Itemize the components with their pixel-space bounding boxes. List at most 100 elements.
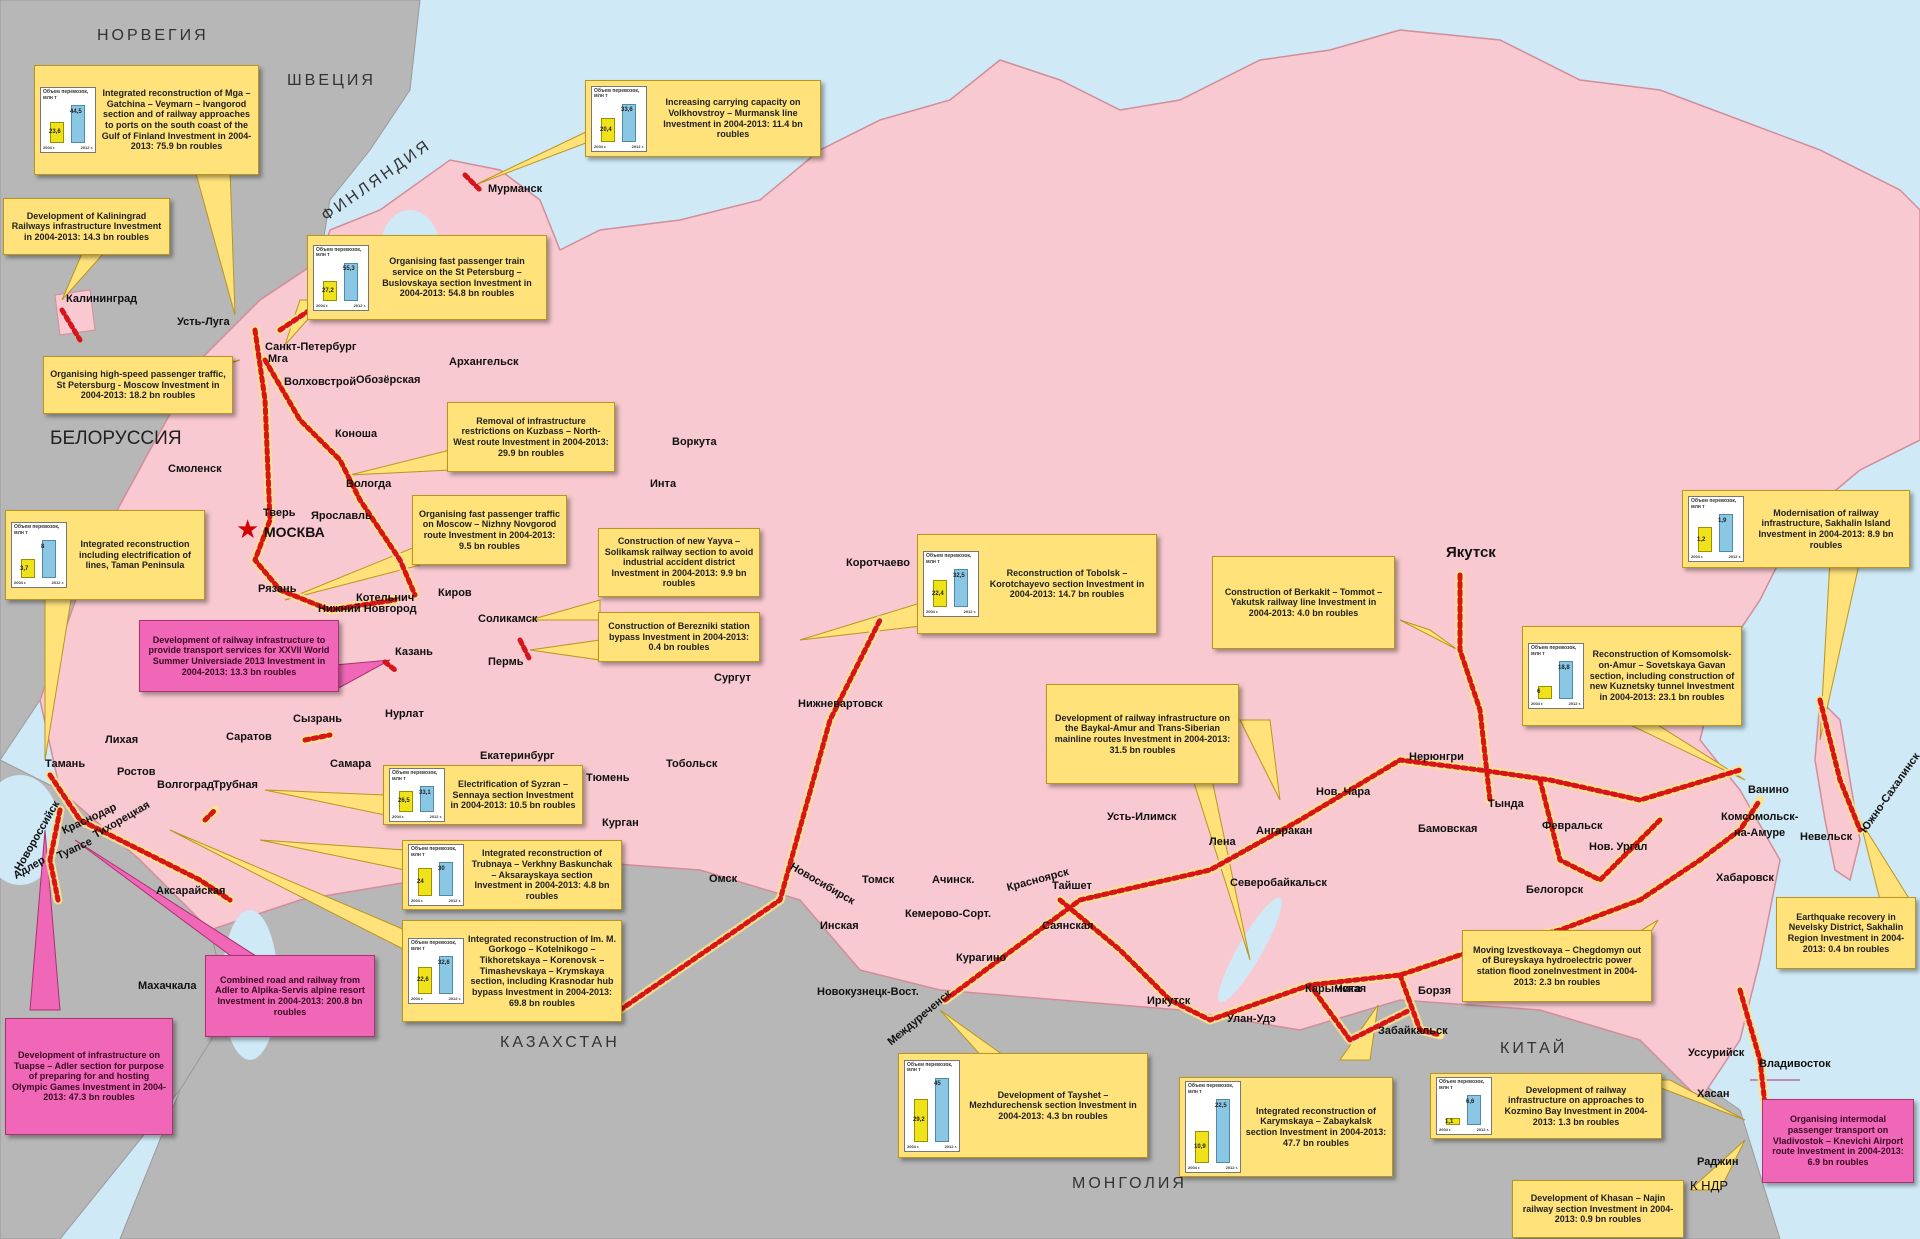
city-label: Забайкальск xyxy=(1378,1025,1448,1037)
mini-chart-title: Объем перевозок, млн т xyxy=(1531,645,1577,657)
city-label: Томск xyxy=(862,874,895,886)
callout-baikal-amur: Development of railway infrastructure on… xyxy=(1046,684,1239,784)
mini-bar-2004 xyxy=(601,117,615,142)
mini-chart-title: Объем перевозок, млн т xyxy=(926,553,972,565)
city-label: Махачкала xyxy=(138,980,197,992)
city-label: Волховстрой xyxy=(284,376,357,388)
city-label: Сургут xyxy=(714,672,751,684)
callout-spb-moscow: Organising high-speed passenger traffic,… xyxy=(43,356,233,414)
mini-bar-2012 xyxy=(935,1077,949,1142)
city-label: Омск xyxy=(709,873,738,885)
mini-value-2004: 6 xyxy=(1537,689,1541,696)
mini-value-2012: 22,5 xyxy=(1215,1102,1227,1109)
mini-value-2012: 1,9 xyxy=(1718,517,1727,524)
mini-chart-title: Объем перевозок, млн т xyxy=(43,89,89,101)
city-label: Трубная xyxy=(213,779,258,791)
mini-bar-2004 xyxy=(323,280,337,301)
mini-bar-2004 xyxy=(933,580,947,607)
city-label: Вологда xyxy=(346,478,392,490)
callout-text: Removal of infrastructure restrictions o… xyxy=(453,415,609,458)
city-label: Ростов xyxy=(117,766,156,778)
city-label: Коротчаево xyxy=(846,557,910,569)
city-label: Северобайкальск xyxy=(1230,877,1327,889)
city-label: Архангельск xyxy=(449,356,519,368)
mini-value-2012: 18,8 xyxy=(1558,664,1570,671)
city-label: Чита xyxy=(1335,983,1361,995)
mini-year-2012: 2012 г. xyxy=(448,996,461,1002)
mini-chart-title: Объем перевозок, млн т xyxy=(1691,498,1737,510)
mini-bar-2012 xyxy=(1719,514,1733,552)
mini-bar-2004 xyxy=(418,967,432,994)
city-label: Рязань xyxy=(258,583,297,595)
callout-text: Construction of new Yayva – Solikamsk ra… xyxy=(604,535,754,589)
city-label: Котельнич xyxy=(356,592,415,604)
mini-year-2012: 2012 г. xyxy=(80,145,93,151)
mini-bar-2012 xyxy=(344,262,358,301)
mini-value-2012: 44,5 xyxy=(70,108,82,115)
country-label-kazakhstan: КАЗАХСТАН xyxy=(500,1034,620,1051)
mini-bar-2004 xyxy=(1538,685,1552,699)
capital-label: МОСКВА xyxy=(264,524,325,540)
city-label: Ванино xyxy=(1748,784,1789,796)
city-label: Киров xyxy=(438,587,472,599)
kaliningrad-exclave xyxy=(54,289,96,336)
city-label: Нов. Чара xyxy=(1316,786,1371,798)
mini-bar-2004 xyxy=(914,1099,928,1142)
mini-chart-title: Объем перевозок, млн т xyxy=(14,524,60,536)
mini-bar-2012 xyxy=(954,569,968,607)
mini-year-2004: 2004 г. xyxy=(594,143,607,149)
city-label: Калининград xyxy=(66,293,138,305)
callout-text: Development of Tayshet – Mezhdurechensk … xyxy=(969,1089,1137,1121)
city-label: Инская xyxy=(820,920,859,932)
pink-pointers xyxy=(29,659,1800,1081)
mini-value-2012: 6,6 xyxy=(1466,1098,1475,1105)
city-label: Тамань xyxy=(45,758,86,770)
city-label: Раджин xyxy=(1697,1156,1739,1168)
callout-text: Organising intermodal passenger transpor… xyxy=(1772,1114,1904,1167)
country-label-mongolia: МОНГОЛИЯ xyxy=(1072,1175,1187,1192)
mini-value-2004: 1,1 xyxy=(1445,1118,1454,1125)
city-label: Хасан xyxy=(1697,1088,1730,1100)
city-label: Владивосток xyxy=(1759,1058,1831,1070)
mini-bar-2004 xyxy=(1698,527,1712,552)
callout-text: Organising fast passenger traffic on Mos… xyxy=(418,508,561,551)
mini-chart-title: Объем перевозок, млн т xyxy=(392,770,438,782)
mini-year-2004: 2004 г. xyxy=(926,609,939,615)
city-label: Соликамск xyxy=(478,613,538,625)
city-label: Обозёрская xyxy=(356,374,421,386)
country-label-sweden: ШВЕЦИЯ xyxy=(287,72,376,89)
city-label: Улан-Удэ xyxy=(1227,1013,1276,1025)
mini-bar-2004 xyxy=(21,559,35,578)
mini-year-2004: 2004 г. xyxy=(411,898,424,904)
callout-kuzbass: Removal of infrastructure restrictions o… xyxy=(447,402,615,472)
city-label: Саянская xyxy=(1042,920,1094,932)
mini-chart-title: Объем перевозок, млн т xyxy=(411,846,457,858)
callout-text: Organising high-speed passenger traffic,… xyxy=(50,369,226,401)
mini-year-2012: 2012 г. xyxy=(963,609,976,615)
callout-text: Integrated reconstruction of Trubnaya – … xyxy=(471,848,613,901)
city-label: Тюмень xyxy=(586,772,630,784)
mini-value-2004: 22,6 xyxy=(417,977,429,984)
city-label: Белогорск xyxy=(1526,884,1584,896)
baikal-lake xyxy=(1218,897,1282,1003)
mini-year-2012: 2012 г. xyxy=(944,1143,957,1149)
mini-value-2012: 55,3 xyxy=(343,266,355,273)
city-label: Саратов xyxy=(226,731,272,743)
callout-text: Reconstruction of Komsomolsk-on-Amur – S… xyxy=(1589,649,1735,702)
mini-year-2004: 2004 г. xyxy=(411,996,424,1002)
mini-year-2004: 2004 г. xyxy=(1531,701,1544,707)
city-label: К НДР xyxy=(1690,1178,1729,1193)
callout-text: Increasing carrying capacity on Volkhovs… xyxy=(663,97,803,140)
city-label: Воркута xyxy=(672,436,717,448)
